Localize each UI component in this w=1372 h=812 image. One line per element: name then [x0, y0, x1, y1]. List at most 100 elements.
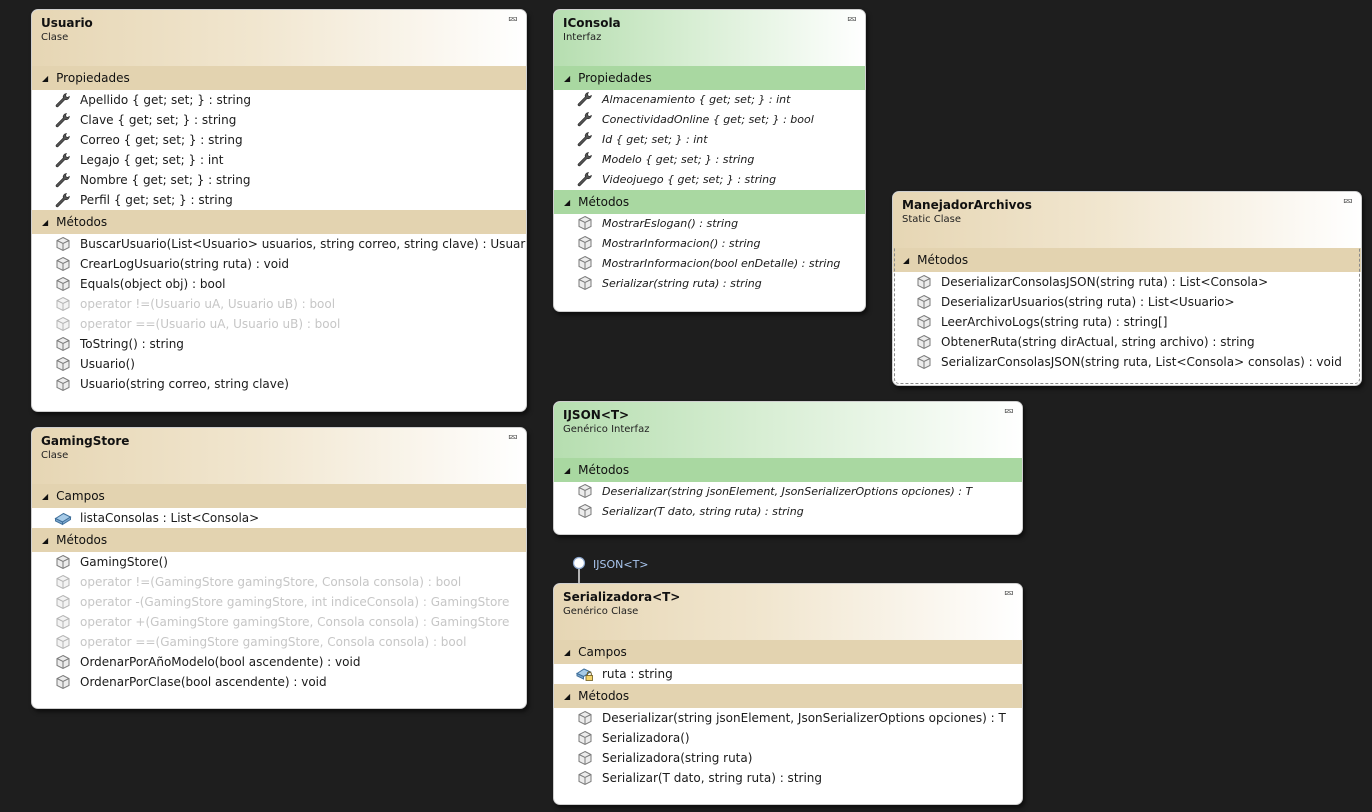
- member-row-inherited[interactable]: operator -(GamingStore gamingStore, int …: [32, 592, 526, 612]
- section-header[interactable]: ◢Métodos: [32, 528, 526, 552]
- member-row[interactable]: Serializadora(string ruta): [554, 748, 1022, 768]
- class-manejadorarchivos[interactable]: ManejadorArchivos Static Clase ⮹ ◢Método…: [892, 191, 1362, 386]
- member-row-inherited[interactable]: operator ==(Usuario uA, Usuario uB) : bo…: [32, 314, 526, 334]
- class-name: ManejadorArchivos: [902, 198, 1032, 212]
- member-row[interactable]: SerializarConsolasJSON(string ruta, List…: [893, 352, 1361, 372]
- member-row[interactable]: listaConsolas : List<Consola>: [32, 508, 526, 528]
- member-text: operator ==(Usuario uA, Usuario uB) : bo…: [80, 317, 341, 331]
- section-header[interactable]: ◢Métodos: [893, 248, 1361, 272]
- member-row[interactable]: Usuario(string correo, string clave): [32, 374, 526, 394]
- member-row[interactable]: DeserializarUsuarios(string ruta) : List…: [893, 292, 1361, 312]
- section-title: Métodos: [578, 463, 630, 477]
- class-kind: Clase: [41, 450, 69, 461]
- interface-ijson[interactable]: IJSON<T> Genérico Interfaz ⮹ ◢ Métodos De…: [553, 401, 1023, 535]
- class-usuario[interactable]: Usuario Clase ⮹ ◢Propiedades Apellido { …: [31, 9, 527, 412]
- member-row[interactable]: CrearLogUsuario(string ruta) : void: [32, 254, 526, 274]
- member-row[interactable]: Serializar(T dato, string ruta) : string: [554, 768, 1022, 788]
- member-row[interactable]: Usuario(): [32, 354, 526, 374]
- member-row[interactable]: Serializar(T dato, string ruta) : string: [554, 502, 1022, 522]
- cube-icon: [54, 356, 72, 372]
- member-row[interactable]: MostrarEslogan() : string: [554, 214, 865, 234]
- field-icon: [54, 510, 72, 526]
- cube-icon: [576, 710, 594, 726]
- member-row[interactable]: Equals(object obj) : bool: [32, 274, 526, 294]
- member-row[interactable]: DeserializarConsolasJSON(string ruta) : …: [893, 272, 1361, 292]
- class-header[interactable]: Serializadora<T> Genérico Clase ⮹: [554, 584, 1022, 640]
- member-row[interactable]: ConectividadOnline { get; set; } : bool: [554, 110, 865, 130]
- class-header[interactable]: Usuario Clase ⮹: [32, 10, 526, 66]
- interface-header[interactable]: IConsola Interfaz ⮹: [554, 10, 865, 66]
- member-row[interactable]: BuscarUsuario(List<Usuario> usuarios, st…: [32, 234, 526, 254]
- member-row[interactable]: OrdenarPorAñoModelo(bool ascendente) : v…: [32, 652, 526, 672]
- section-header[interactable]: ◢Campos: [554, 640, 1022, 664]
- lollipop-label[interactable]: IJSON<T>: [593, 558, 649, 571]
- triangle-down-icon[interactable]: ◢: [564, 466, 571, 475]
- member-row[interactable]: ruta : string: [554, 664, 1022, 684]
- member-row-inherited[interactable]: operator ==(GamingStore gamingStore, Con…: [32, 632, 526, 652]
- collapse-icon[interactable]: ⮹: [507, 13, 518, 28]
- member-row[interactable]: Deserializar(string jsonElement, JsonSer…: [554, 482, 1022, 502]
- section-header[interactable]: ◢Propiedades: [554, 66, 865, 90]
- member-row[interactable]: Nombre { get; set; } : string: [32, 170, 526, 190]
- section-header[interactable]: ◢Métodos: [32, 210, 526, 234]
- members-list: ruta : string: [554, 664, 1022, 684]
- collapse-icon[interactable]: ⮹: [1342, 195, 1353, 210]
- member-row[interactable]: MostrarInformacion(bool enDetalle) : str…: [554, 254, 865, 274]
- section-header[interactable]: ◢Campos: [32, 484, 526, 508]
- member-row[interactable]: Serializar(string ruta) : string: [554, 274, 865, 294]
- interface-iconsola[interactable]: IConsola Interfaz ⮹ ◢Propiedades Almacen…: [553, 9, 866, 312]
- member-text: Id { get; set; } : int: [602, 133, 708, 146]
- triangle-down-icon[interactable]: ◢: [42, 74, 49, 83]
- member-row[interactable]: Apellido { get; set; } : string: [32, 90, 526, 110]
- class-name: GamingStore: [41, 434, 130, 448]
- class-header[interactable]: ManejadorArchivos Static Clase ⮹: [893, 192, 1361, 248]
- member-row[interactable]: ObtenerRuta(string dirActual, string arc…: [893, 332, 1361, 352]
- collapse-icon[interactable]: ⮹: [1003, 405, 1014, 420]
- collapse-icon[interactable]: ⮹: [507, 431, 518, 446]
- class-header[interactable]: GamingStore Clase ⮹: [32, 428, 526, 484]
- member-row[interactable]: Deserializar(string jsonElement, JsonSer…: [554, 708, 1022, 728]
- section-header[interactable]: ◢Propiedades: [32, 66, 526, 90]
- triangle-down-icon[interactable]: ◢: [903, 256, 910, 265]
- member-row[interactable]: MostrarInformacion() : string: [554, 234, 865, 254]
- interface-kind: Genérico Interfaz: [563, 424, 650, 435]
- member-row[interactable]: Id { get; set; } : int: [554, 130, 865, 150]
- triangle-down-icon[interactable]: ◢: [42, 492, 49, 501]
- member-row[interactable]: Perfil { get; set; } : string: [32, 190, 526, 210]
- member-text: Usuario(): [80, 357, 135, 371]
- interface-header[interactable]: IJSON<T> Genérico Interfaz ⮹: [554, 402, 1022, 458]
- member-row-inherited[interactable]: operator +(GamingStore gamingStore, Cons…: [32, 612, 526, 632]
- collapse-icon[interactable]: ⮹: [1003, 587, 1014, 602]
- collapse-icon[interactable]: ⮹: [846, 13, 857, 28]
- member-row-inherited[interactable]: operator !=(GamingStore gamingStore, Con…: [32, 572, 526, 592]
- cube-icon: [576, 215, 594, 231]
- member-row[interactable]: Legajo { get; set; } : int: [32, 150, 526, 170]
- member-row[interactable]: LeerArchivoLogs(string ruta) : string[]: [893, 312, 1361, 332]
- section-header[interactable]: ◢ Métodos: [554, 458, 1022, 482]
- triangle-down-icon[interactable]: ◢: [564, 692, 571, 701]
- class-serializadora[interactable]: Serializadora<T> Genérico Clase ⮹ ◢Campo…: [553, 583, 1023, 805]
- triangle-down-icon[interactable]: ◢: [42, 218, 49, 227]
- member-row[interactable]: Correo { get; set; } : string: [32, 130, 526, 150]
- member-row[interactable]: Videojuego { get; set; } : string: [554, 170, 865, 190]
- member-row[interactable]: Almacenamiento { get; set; } : int: [554, 90, 865, 110]
- wrench-icon: [54, 152, 72, 168]
- member-text: LeerArchivoLogs(string ruta) : string[]: [941, 315, 1168, 329]
- class-gamingstore[interactable]: GamingStore Clase ⮹ ◢Campos listaConsola…: [31, 427, 527, 709]
- interface-kind: Interfaz: [563, 32, 602, 43]
- member-row[interactable]: ToString() : string: [32, 334, 526, 354]
- cube-icon: [54, 554, 72, 570]
- triangle-down-icon[interactable]: ◢: [42, 536, 49, 545]
- section-header[interactable]: ◢Métodos: [554, 684, 1022, 708]
- triangle-down-icon[interactable]: ◢: [564, 648, 571, 657]
- member-row-inherited[interactable]: operator !=(Usuario uA, Usuario uB) : bo…: [32, 294, 526, 314]
- triangle-down-icon[interactable]: ◢: [564, 74, 571, 83]
- section-header[interactable]: ◢Métodos: [554, 190, 865, 214]
- members-list: Deserializar(string jsonElement, JsonSer…: [554, 482, 1022, 522]
- member-row[interactable]: Serializadora(): [554, 728, 1022, 748]
- triangle-down-icon[interactable]: ◢: [564, 198, 571, 207]
- member-row[interactable]: GamingStore(): [32, 552, 526, 572]
- member-row[interactable]: OrdenarPorClase(bool ascendente) : void: [32, 672, 526, 692]
- member-row[interactable]: Clave { get; set; } : string: [32, 110, 526, 130]
- member-row[interactable]: Modelo { get; set; } : string: [554, 150, 865, 170]
